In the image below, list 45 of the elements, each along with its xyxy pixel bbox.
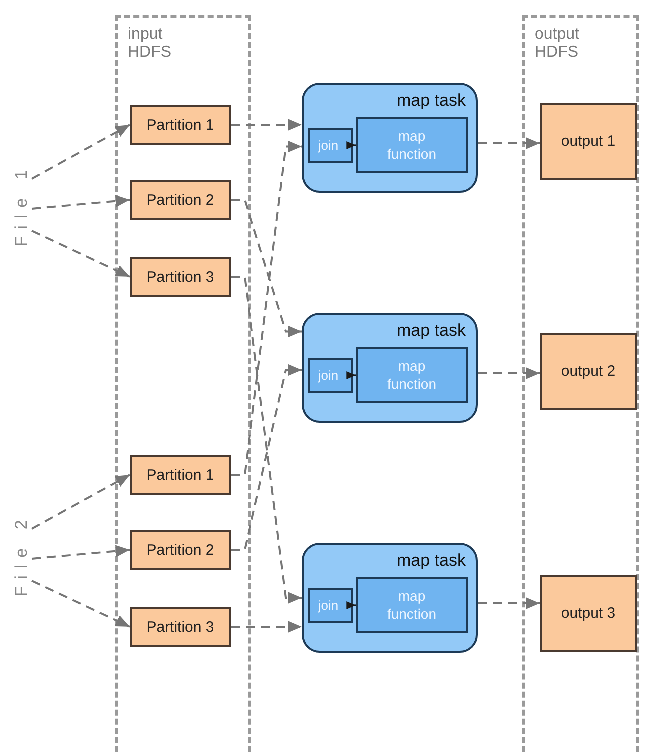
arrow	[32, 474, 130, 530]
map-function-box: map function	[356, 117, 468, 173]
arrow	[346, 142, 356, 150]
arrow	[231, 199, 302, 338]
partition-box: Partition 1	[130, 105, 231, 145]
arrow	[346, 602, 356, 610]
map-function-box: map function	[356, 347, 468, 403]
arrow	[231, 140, 302, 476]
arrow	[478, 598, 540, 610]
join-box: join	[308, 588, 353, 623]
partition-box: Partition 2	[130, 180, 231, 220]
partition-box: Partition 3	[130, 607, 231, 647]
partition-box: Partition 1	[130, 455, 231, 495]
task-title: map task	[397, 551, 466, 571]
band-title: input HDFS	[128, 26, 173, 62]
arrow	[231, 621, 302, 633]
arrow	[478, 368, 540, 380]
band-title: output HDFS	[535, 26, 580, 62]
arrow	[32, 545, 130, 560]
output-box: output 3	[540, 575, 637, 652]
map-task-box	[302, 83, 478, 193]
map-function-box: map function	[356, 577, 468, 633]
join-box: join	[308, 128, 353, 163]
map-task-box	[302, 313, 478, 423]
task-title: map task	[397, 321, 466, 341]
arrow	[231, 119, 302, 131]
arrow	[346, 372, 356, 380]
arrow	[32, 195, 130, 210]
file-label: File 2	[12, 510, 32, 600]
file-label: File 1	[12, 160, 32, 250]
arrow	[32, 230, 130, 278]
partition-box: Partition 3	[130, 257, 231, 297]
task-title: map task	[397, 91, 466, 111]
arrow	[32, 580, 130, 628]
output-box: output 2	[540, 333, 637, 410]
arrow	[231, 276, 302, 604]
join-box: join	[308, 358, 353, 393]
dashed-band	[115, 15, 251, 752]
partition-box: Partition 2	[130, 530, 231, 570]
dashed-band	[522, 15, 639, 752]
arrow	[32, 124, 130, 180]
arrow	[231, 364, 302, 551]
map-task-box	[302, 543, 478, 653]
arrow	[478, 138, 540, 150]
output-box: output 1	[540, 103, 637, 180]
